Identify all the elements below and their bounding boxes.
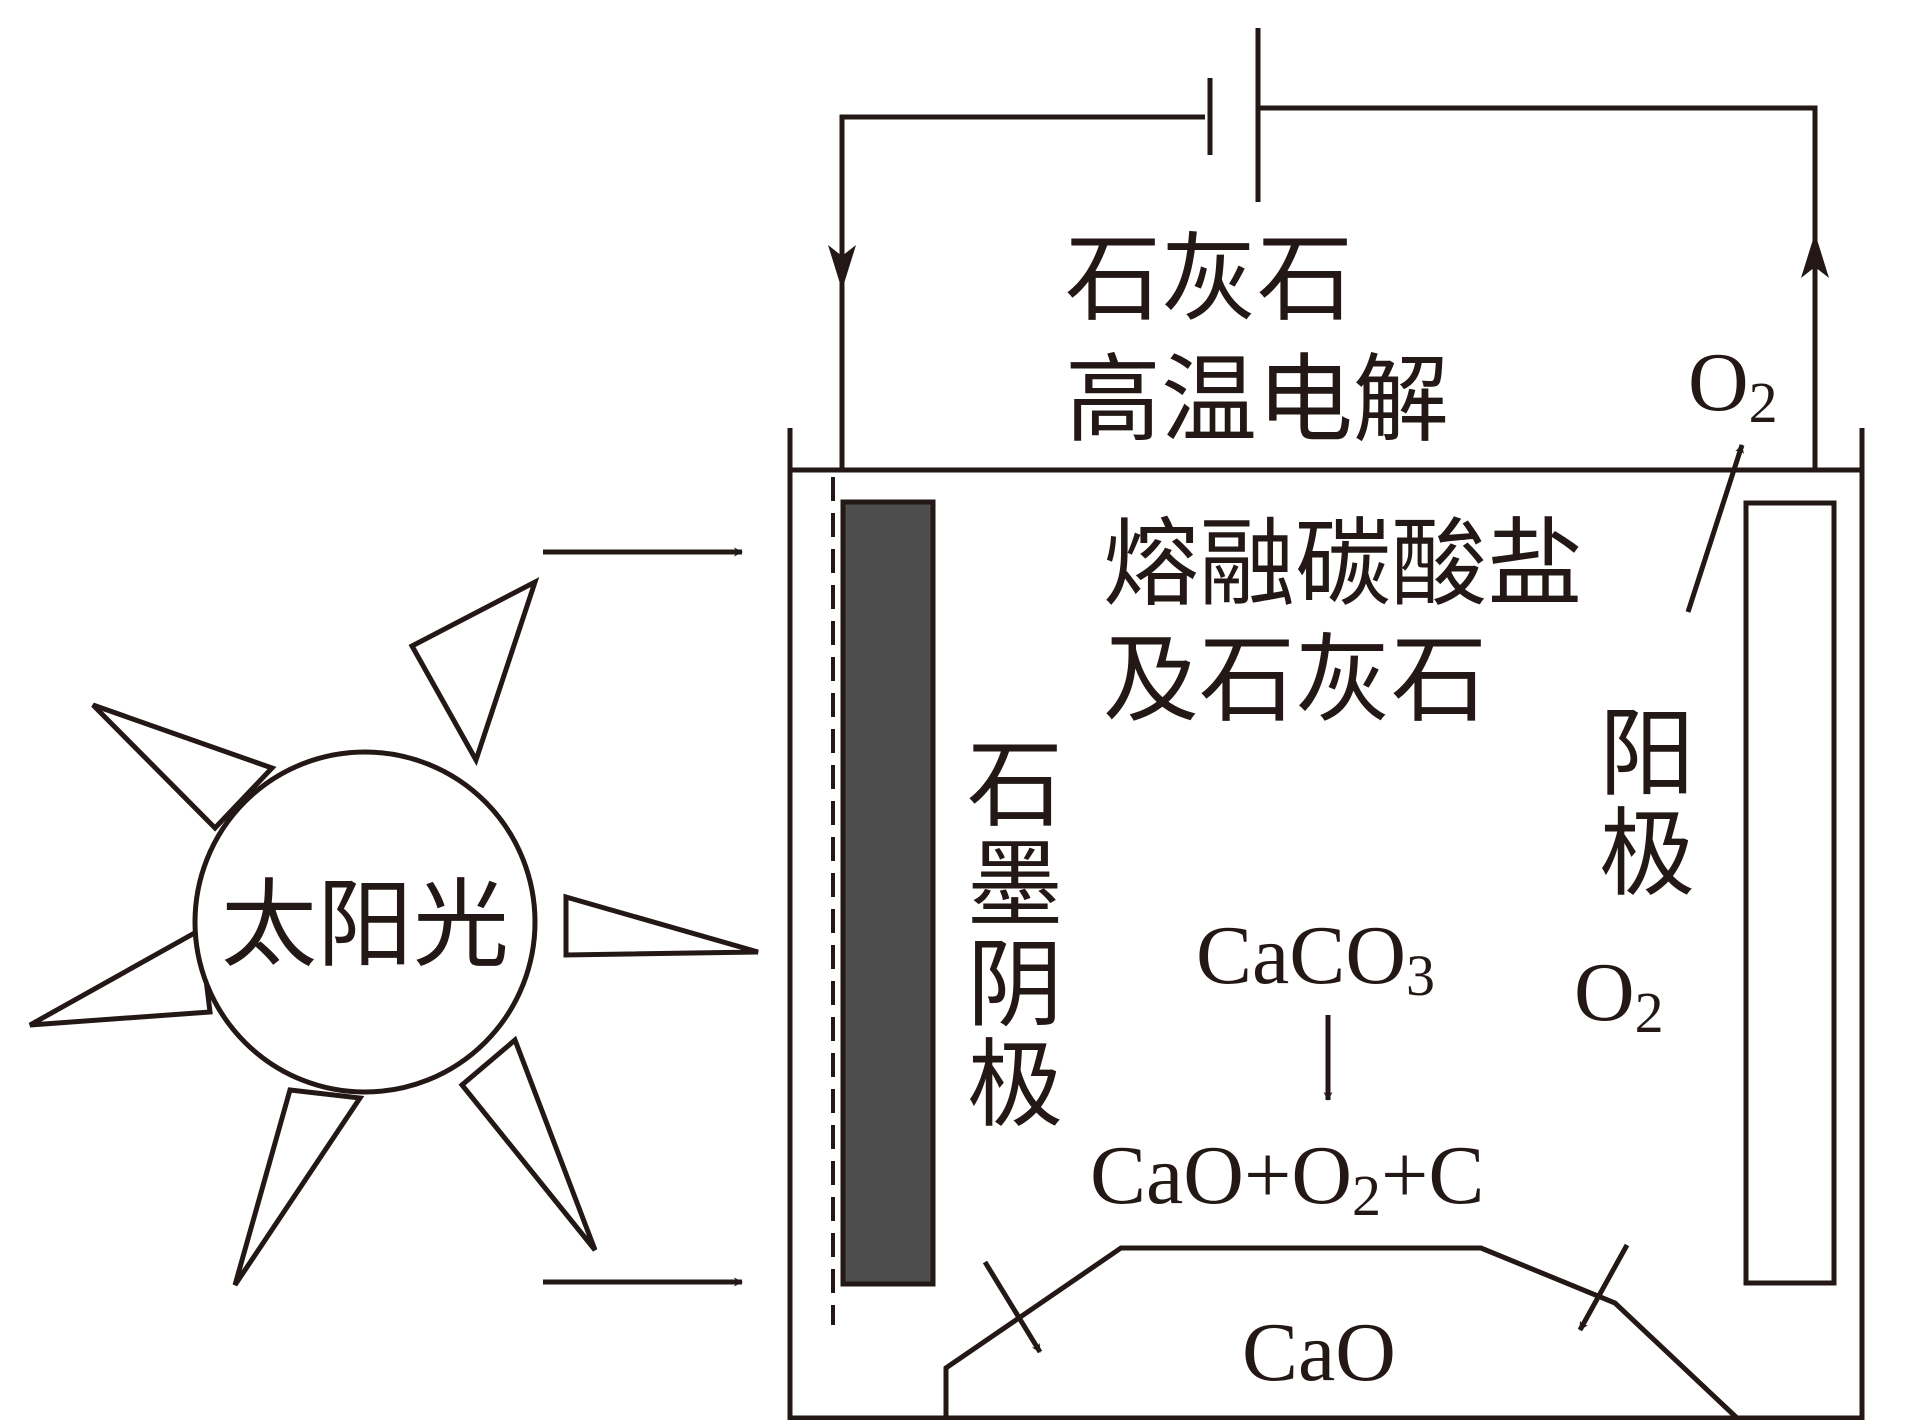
deposit-arrow-left-icon [982,1260,1043,1354]
sun-label: 太阳光 [221,869,509,981]
graphite-cathode [840,499,936,1287]
cathode-label-char: 石 [967,729,1063,841]
deposit-arrow-right-icon [1577,1243,1630,1332]
products-part2: +C [1381,1129,1484,1222]
sun-ray [408,576,540,767]
current-arrow-up-icon [1801,233,1829,278]
oxygen-subscript: 2 [1749,370,1778,435]
products-formula: CaO+O2+C [1090,1129,1484,1228]
sun-icon [28,576,759,1287]
oxygen-symbol: O [1688,336,1749,429]
circuit-wire-left [839,114,1205,468]
cathode-label-char: 阴 [967,929,1063,1041]
oxygen-subscript: 2 [1635,980,1664,1045]
electrolyte-label-line1: 熔融碳酸盐 [1103,508,1583,620]
process-label-line1: 石灰石 [1065,223,1353,335]
cathode-label-char: 墨 [967,829,1063,941]
current-arrow-down-icon [828,245,856,290]
oxygen-arrow-icon [1685,444,1745,613]
circuit-wire-right [1260,105,1818,468]
electrolyte-label-line2: 及石灰石 [1103,624,1487,736]
products-subscript: 2 [1352,1163,1381,1228]
anode-label-char: 阳 [1599,698,1695,810]
cell-container [787,428,1865,1421]
reactant-formula: CaCO3 [1196,909,1435,1008]
sun-ray [563,893,759,958]
cao-deposit [943,1245,1739,1420]
reactant-subscript: 3 [1406,943,1435,1008]
oxygen-label-mid: O2 [1574,946,1664,1045]
sun-ray [28,926,213,1028]
anode [1743,500,1837,1286]
deposit-label: CaO [1242,1306,1396,1399]
anode-label-char: 极 [1599,798,1695,910]
electrolytic-cell [787,428,1865,1421]
process-label-line2: 高温电解 [1065,344,1449,456]
sun-ray [458,1035,598,1252]
battery-icon [1207,28,1261,202]
reactant-main: CaCO [1196,909,1406,1002]
oxygen-symbol: O [1574,946,1635,1039]
cathode-label-char: 极 [967,1029,1063,1141]
sun-disc [192,749,538,1095]
products-part1: CaO+O [1090,1129,1352,1222]
sun-ray [91,702,277,832]
oxygen-label-top: O2 [1688,336,1778,435]
external-circuit [839,105,1818,468]
sun-ray [232,1087,365,1287]
